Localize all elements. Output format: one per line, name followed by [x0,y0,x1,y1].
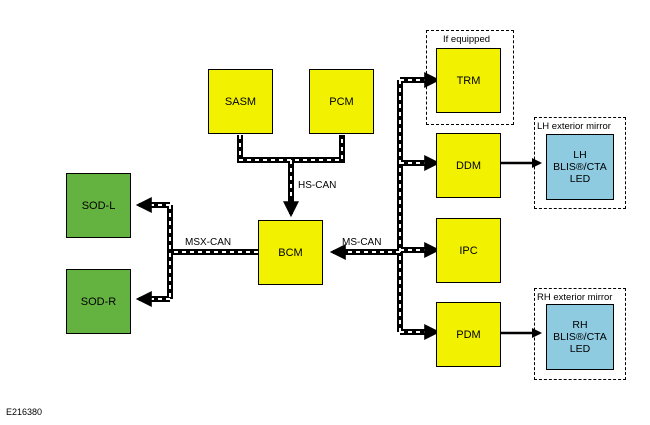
hs-can-label: HS-CAN [298,180,337,191]
ms-can-label: MS-CAN [342,237,382,248]
ipc-module: IPC [436,218,501,283]
ddm-module: DDM [436,133,501,198]
hs-can-bus [237,135,345,218]
sod-l-module: SOD-L [66,173,131,238]
if-equipped-frame [426,30,514,125]
lh-mirror-caption: LH exterior mirror [537,121,611,132]
rh-mirror-frame [534,288,626,380]
figure-id: E216380 [6,407,43,417]
lh-blis-cta-led: LH BLIS®/CTA LED [546,134,614,200]
rh-mirror-caption: RH exterior mirror [537,292,613,303]
pdm-module: PDM [436,302,501,367]
if-equipped-caption: If equipped [443,34,491,45]
trm-module: TRM [436,48,501,113]
ms-can-bus [329,72,441,340]
pcm-module: PCM [309,69,374,134]
bcm-module: BCM [258,220,323,285]
sasm-module: SASM [208,69,273,134]
msx-can-bus [135,197,258,307]
msx-can-label: MSX-CAN [185,237,232,248]
sod-r-module: SOD-R [66,269,131,334]
rh-blis-cta-led: RH BLIS®/CTA LED [546,304,614,370]
lh-mirror-frame [534,117,626,209]
